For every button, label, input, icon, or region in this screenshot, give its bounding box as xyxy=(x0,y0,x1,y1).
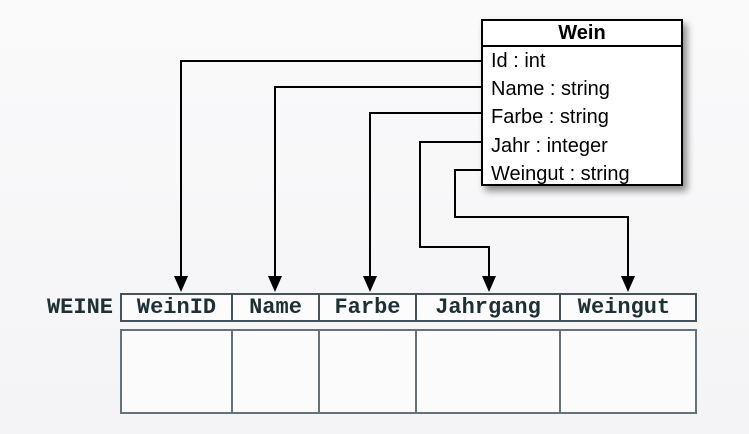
table-cell-empty xyxy=(320,331,417,412)
arrowhead-name xyxy=(268,276,282,292)
class-attribute-name: Name : string xyxy=(491,78,610,101)
arrowhead-weingut xyxy=(621,276,635,292)
table-header-row: WeinID Name Farbe Jahrgang Weingut xyxy=(120,293,697,322)
class-attribute-jahr: Jahr : integer xyxy=(491,134,608,157)
connector-weingut-to-weingut xyxy=(454,169,629,277)
table-cell-empty xyxy=(122,331,233,412)
uml-class-box: Wein Id : int Name : string Farbe : stri… xyxy=(481,19,683,186)
table-cell-empty xyxy=(233,331,320,412)
class-attribute-weingut: Weingut : string xyxy=(491,162,630,185)
column-header-weinid: WeinID xyxy=(122,295,233,320)
table-body-row xyxy=(120,329,697,414)
connector-farbe-to-farbe xyxy=(369,112,483,277)
table-cell-empty xyxy=(561,331,687,412)
connector-id-to-weinid xyxy=(180,60,483,277)
column-header-jahrgang: Jahrgang xyxy=(417,295,561,320)
class-attribute-id: Id : int xyxy=(491,50,546,72)
arrowhead-weinid xyxy=(174,276,188,292)
arrowhead-farbe xyxy=(363,276,377,292)
arrowhead-jahrgang xyxy=(482,276,496,292)
class-attribute-farbe: Farbe : string xyxy=(491,106,609,129)
class-attribute-list: Id : int Name : string Farbe : string Ja… xyxy=(483,47,681,188)
table-name-label: WEINE xyxy=(46,295,113,320)
connector-jahr-to-jahrgang xyxy=(419,141,490,277)
column-header-weingut: Weingut xyxy=(577,295,671,320)
connector-name-to-name xyxy=(274,86,483,277)
table-cell-empty xyxy=(417,331,561,412)
column-header-name: Name xyxy=(233,295,320,320)
class-title: Wein xyxy=(483,21,681,47)
column-header-farbe: Farbe xyxy=(320,295,417,320)
